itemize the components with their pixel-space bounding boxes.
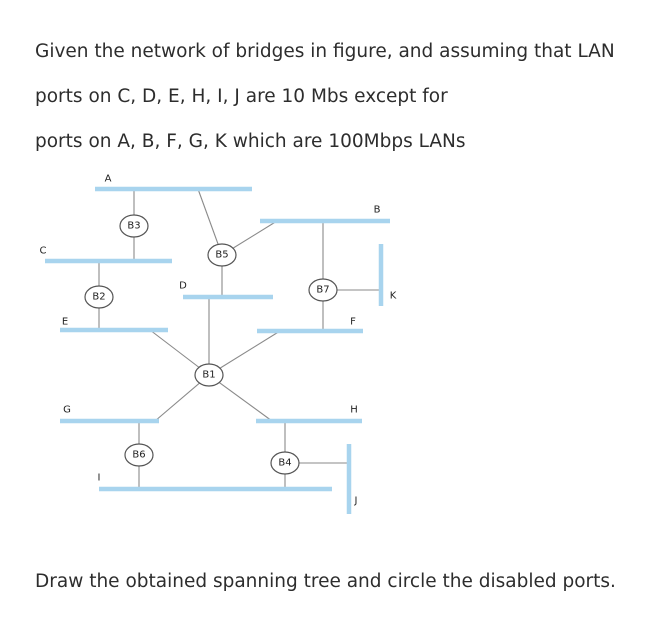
lan-label-j: J bbox=[354, 496, 358, 507]
bridge-b4: B4 bbox=[270, 451, 300, 475]
bridge-label-b3: B3 bbox=[127, 221, 140, 232]
bridge-label-b7: B7 bbox=[316, 285, 329, 296]
bridge-b6: B6 bbox=[124, 443, 154, 467]
bridge-b5: B5 bbox=[207, 243, 237, 267]
lan-label-i: I bbox=[98, 473, 101, 484]
bridge-node-b3 bbox=[119, 214, 149, 238]
lan-label-g: G bbox=[63, 405, 71, 416]
bridge-label-b6: B6 bbox=[132, 450, 145, 461]
lan-label-d: D bbox=[179, 281, 187, 292]
bridge-b3: B3 bbox=[119, 214, 149, 238]
bridge-label-b4: B4 bbox=[278, 458, 291, 469]
question-line-2: ports on C, D, E, H, I, J are 10 Mbs exc… bbox=[35, 86, 448, 107]
lan-label-b: B bbox=[374, 205, 381, 216]
bridge-node-b7 bbox=[308, 278, 338, 302]
lan-label-c: C bbox=[40, 246, 47, 257]
bridge-node-b1 bbox=[194, 363, 224, 387]
bridge-label-b1: B1 bbox=[202, 370, 215, 381]
question-line-1: Given the network of bridges in figure, … bbox=[35, 41, 615, 62]
bridge-node-b5 bbox=[207, 243, 237, 267]
link-b1-f bbox=[208, 330, 281, 376]
bridge-node-b4 bbox=[270, 451, 300, 475]
bridge-b2: B2 bbox=[84, 285, 114, 309]
lan-label-a: A bbox=[105, 174, 112, 185]
lan-label-k: K bbox=[390, 291, 397, 302]
question-line-3: ports on A, B, F, G, K which are 100Mbps… bbox=[35, 131, 466, 152]
lan-label-h: H bbox=[350, 405, 358, 416]
lan-label-e: E bbox=[62, 317, 68, 328]
bridge-label-b2: B2 bbox=[92, 292, 105, 303]
bridge-node-b2 bbox=[84, 285, 114, 309]
instruction-text: Draw the obtained spanning tree and circ… bbox=[35, 571, 616, 592]
bridge-label-b5: B5 bbox=[215, 250, 228, 261]
lan-label-f: F bbox=[350, 317, 356, 328]
bridge-node-b6 bbox=[124, 443, 154, 467]
bridge-b1: B1 bbox=[194, 363, 224, 387]
bridge-b7: B7 bbox=[308, 278, 338, 302]
